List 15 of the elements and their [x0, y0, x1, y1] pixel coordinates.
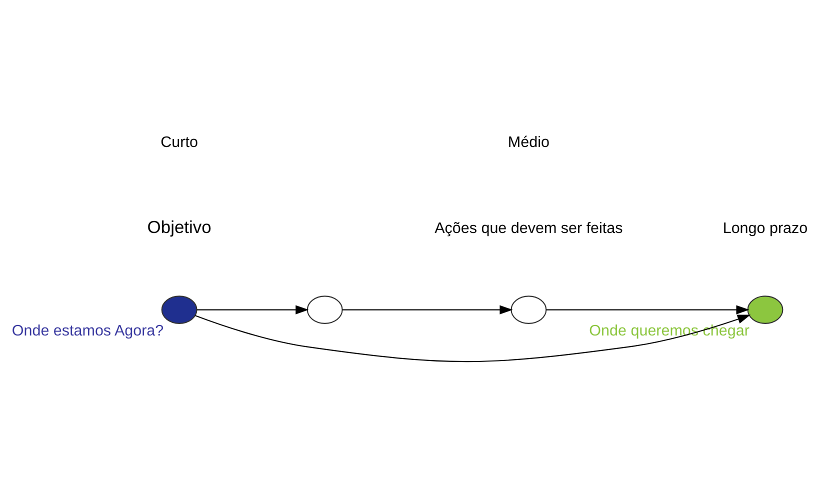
label: Longo prazo: [722, 220, 808, 238]
node-circle: [747, 296, 784, 324]
arrow: [546, 305, 750, 314]
label: Ações que devem ser feitas: [434, 220, 623, 238]
label: Curto: [160, 134, 198, 152]
arrow: [195, 314, 751, 362]
node-label: Onde queremos chegar: [589, 322, 750, 340]
node-circle: [306, 296, 343, 324]
label: Objetivo: [147, 217, 212, 238]
arrow: [342, 305, 513, 314]
arrow: [196, 305, 309, 314]
node-label: Onde estamos Agora?: [12, 322, 164, 340]
node-circle: [161, 296, 198, 324]
label: Médio: [508, 134, 550, 152]
node-circle: [510, 296, 547, 324]
